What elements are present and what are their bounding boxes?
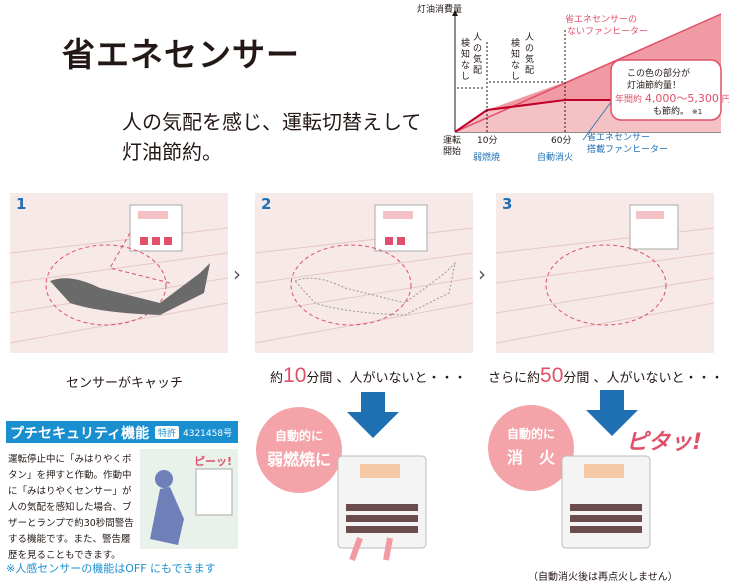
security-title-bar	[6, 421, 238, 443]
heater-off-image	[561, 455, 651, 549]
step-3-caption: さらに約50分間 、人がいないと・・・	[488, 364, 724, 387]
security-illustration: ピーッ!	[140, 449, 238, 549]
x-tick-60min: 60分	[551, 135, 571, 146]
x-tick-60min-sub: 自動消火	[537, 151, 573, 163]
step-1-caption: センサーがキャッチ	[66, 376, 184, 391]
svg-text:な: な	[511, 60, 520, 71]
security-description: 運転停止中に「みはりやくボタン」を押すと作動。作動中に「みはりやくセンサー」が人…	[8, 454, 134, 561]
chart-ylabel: 灯油消費量	[417, 3, 462, 15]
svg-text:年間約 4,000〜5,300 円: 年間約 4,000〜5,300 円	[615, 92, 729, 105]
x-tick-start-2: 開始	[443, 145, 461, 157]
page-title: 省エネセンサー	[62, 35, 300, 74]
step-1-illustration	[10, 204, 228, 344]
step-2-panel: 2	[255, 193, 473, 353]
step-1-number: 1	[16, 195, 27, 213]
kerosene-consumption-chart: 灯油消費量 検 知 な し 人 の 気 配 検 知 な し 人 の 気 配 省エ…	[417, 3, 729, 163]
step-3-illustration	[496, 204, 714, 344]
svg-text:検: 検	[461, 37, 470, 49]
svg-text:な: な	[461, 60, 470, 71]
zone-2-label: 人 の 気 配	[473, 32, 482, 76]
chevron-right-icon: ›	[478, 262, 486, 286]
heat-arrows	[140, 237, 172, 245]
down-arrow-icon	[586, 390, 638, 436]
x-tick-10min-sub: 弱燃焼	[473, 151, 500, 163]
zone-1-label: 検 知 な し	[461, 37, 470, 82]
pita-sound-text: ピタッ!	[626, 430, 703, 455]
svg-text:し: し	[461, 71, 470, 82]
svg-text:灯油節約量！: 灯油節約量！	[627, 79, 681, 91]
x-tick-10min: 10分	[477, 135, 497, 146]
patent-number: 4321458号	[183, 429, 233, 439]
svg-text:気: 気	[525, 53, 534, 65]
step-1-panel: 1	[10, 193, 228, 353]
step-2-number: 2	[261, 195, 272, 213]
series-label-sensor-2: 搭載ファンヒーター	[587, 143, 668, 155]
patent-badge: 特許	[155, 426, 180, 439]
svg-text:検: 検	[511, 37, 520, 49]
svg-text:人: 人	[473, 32, 482, 43]
svg-text:の: の	[473, 44, 482, 54]
svg-text:配: 配	[473, 65, 482, 76]
down-arrow-icon	[347, 392, 399, 438]
security-title: プチセキュリティ機能	[10, 426, 150, 442]
svg-text:この色の部分が: この色の部分が	[627, 67, 690, 79]
reading-person	[50, 263, 210, 315]
step-3-panel: 3	[496, 193, 714, 353]
series-label-sensor: 省エネセンサー	[587, 131, 650, 143]
subtitle-line-1: 人の気配を感じ、運転切替えして	[122, 110, 422, 134]
relight-note: （自動消火後は再点火しません）	[528, 572, 678, 583]
svg-text:も節約。 ※1: も節約。 ※1	[653, 105, 702, 117]
step-2-illustration	[255, 204, 473, 344]
series-label-no-sensor: 省エネセンサーの	[565, 13, 637, 25]
svg-text:し: し	[511, 71, 520, 82]
subtitle-line-2: 灯油節約。	[122, 140, 222, 164]
svg-text:気: 気	[473, 53, 482, 65]
result-bubble-auto-off: 自動的に 消 火	[488, 405, 574, 491]
x-tick-start-1: 運転	[443, 135, 461, 146]
heater-low-burn-image	[337, 455, 427, 562]
chevron-right-icon: ›	[233, 262, 241, 286]
savings-callout	[610, 59, 722, 121]
absent-person-outline	[294, 261, 456, 316]
zone-3-label: 検 知 な し	[511, 37, 520, 82]
svg-text:配: 配	[525, 65, 534, 76]
svg-text:知: 知	[511, 48, 520, 60]
svg-text:人: 人	[525, 32, 534, 43]
svg-text:の: の	[525, 44, 534, 54]
step-2-caption: 約10分間 、人がいないと・・・	[270, 364, 467, 387]
series-line-no-sensor	[454, 13, 722, 133]
step-3-number: 3	[502, 195, 513, 213]
beep-text: ピーッ!	[194, 455, 232, 468]
series-label-no-sensor-2: ないファンヒーター	[567, 26, 648, 37]
svg-text:知: 知	[461, 48, 470, 60]
result-bubble-low-burn: 自動的に 弱燃焼に	[256, 407, 342, 493]
zone-4-label: 人 の 気 配	[525, 32, 534, 76]
sensor-off-note: ※人感センサーの機能はOFF にもできます	[6, 562, 216, 575]
